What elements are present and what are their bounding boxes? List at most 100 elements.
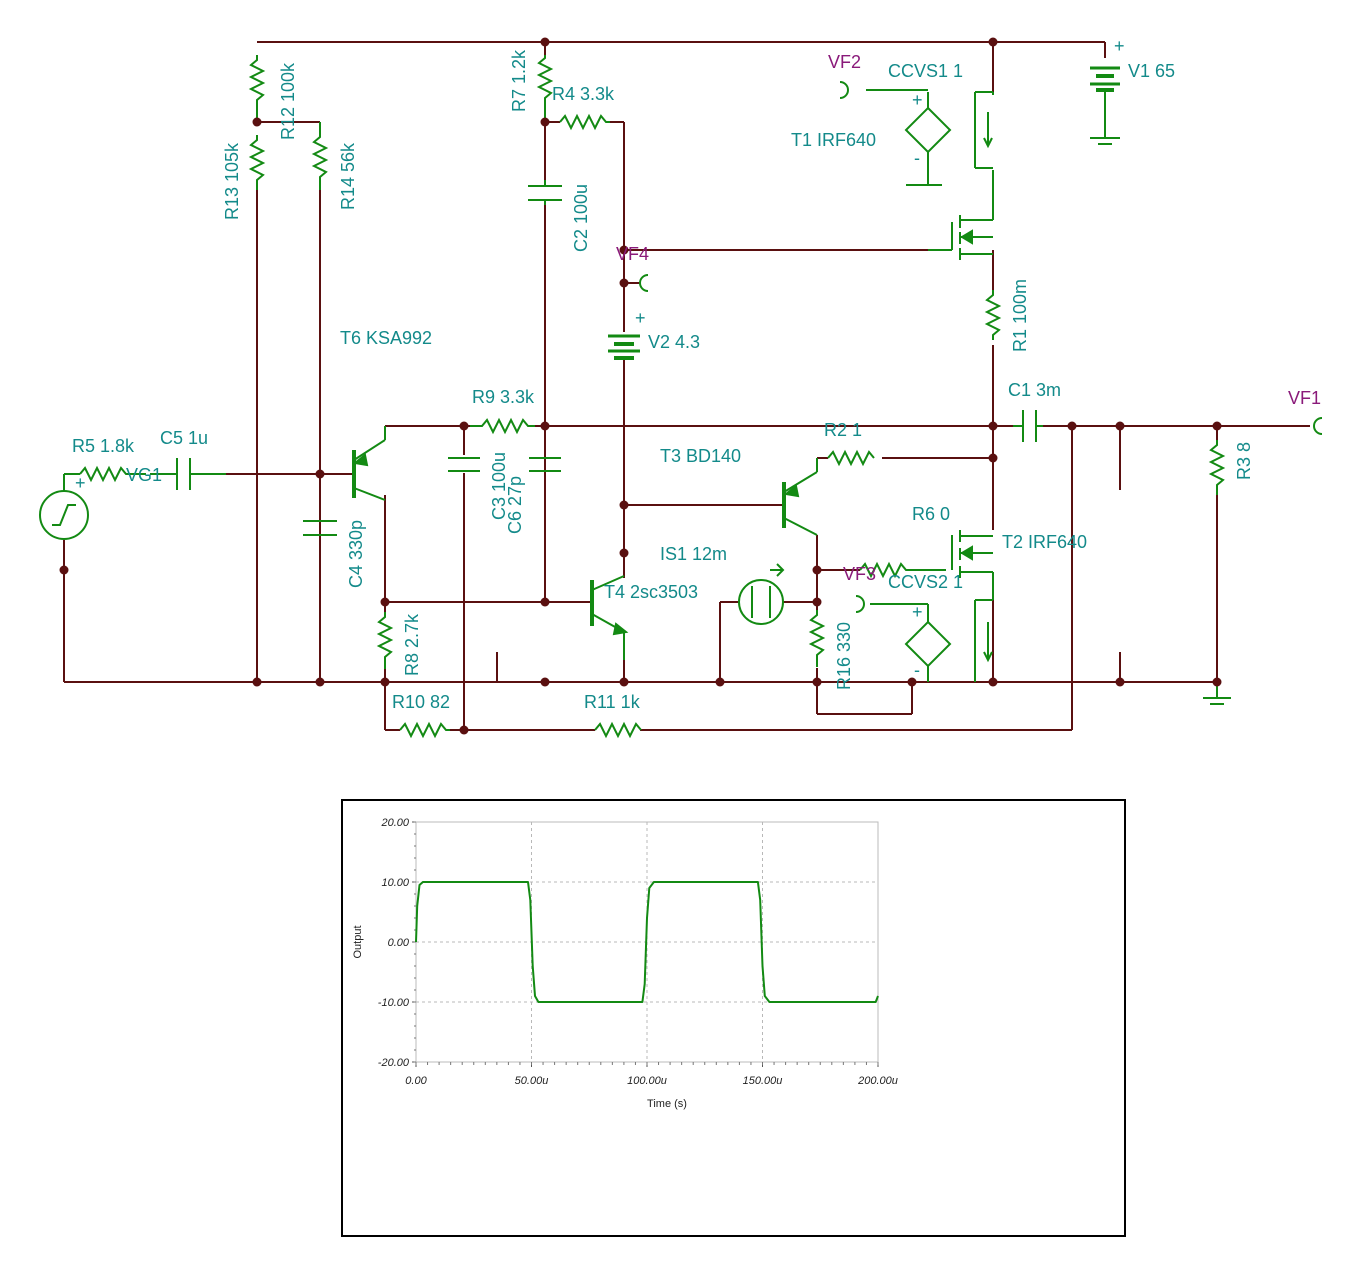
c6-symbol [529, 457, 561, 472]
label-ccvs1: CCVS1 1 [888, 61, 963, 81]
y-tick-label: 10.00 [381, 877, 409, 889]
y-tick-labels: 20.00 10.00 0.00 -10.00 -20.00 [378, 817, 410, 1069]
r13b-symbol [248, 135, 266, 190]
t4-symbol [590, 575, 629, 660]
label-c1: C1 3m [1008, 380, 1061, 400]
x-axis-label: Time (s) [647, 1098, 687, 1110]
label-r3: R3 8 [1234, 442, 1254, 480]
label-vf1: VF1 [1288, 388, 1321, 408]
label-vf4: VF4 [616, 244, 649, 264]
x-tick-labels: 0.00 50.00u 100.00u 150.00u 200.00u [405, 1075, 898, 1087]
is1-symbol [738, 563, 785, 625]
label-r2: R2 1 [824, 420, 862, 440]
label-c5: C5 1u [160, 428, 208, 448]
ccvs2-symbol [870, 603, 952, 682]
vf1-probe [1313, 417, 1323, 435]
series-line-output [415, 881, 879, 1003]
r7-symbol [536, 55, 554, 122]
y-axis-label: Output [352, 925, 364, 958]
r14-symbol [311, 122, 329, 190]
label-vf2: VF2 [828, 52, 861, 72]
label-v2-plus: + [635, 308, 646, 328]
label-vg1: VG1 [126, 465, 162, 485]
v1-symbol [1090, 66, 1120, 145]
label-r10: R10 82 [392, 692, 450, 712]
c2-symbol [528, 180, 562, 205]
x-tick-label: 150.00u [743, 1075, 783, 1087]
vf3-probe [855, 595, 865, 613]
r11-symbol [594, 721, 642, 739]
label-vg1-plus: + [75, 473, 86, 493]
x-tick-label: 0.00 [405, 1075, 427, 1087]
label-c4: C4 330p [346, 520, 366, 588]
label-r1: R1 100m [1010, 279, 1030, 352]
label-t4: T4 2sc3503 [604, 582, 698, 602]
label-c3: C3 100u [489, 452, 509, 520]
label-is1: IS1 12m [660, 544, 727, 564]
r2-symbol [827, 449, 875, 467]
chart-panel: 20.00 10.00 0.00 -10.00 -20.00 0.00 50.00u 100… [341, 799, 1126, 1237]
label-r5: R5 1.8k [72, 436, 135, 456]
vf2-probe [839, 81, 849, 99]
label-v1: V1 65 [1128, 61, 1175, 81]
label-ccvs2-plus: + [912, 602, 923, 622]
r9-symbol [470, 417, 535, 435]
label-v2: V2 4.3 [648, 332, 700, 352]
label-vf3: VF3 [843, 564, 876, 584]
r4-symbol [559, 113, 610, 131]
vf4-probe [639, 274, 649, 292]
label-r8: R8 2.7k [402, 613, 422, 676]
r8-symbol [376, 612, 394, 669]
r6-symbol [859, 561, 946, 579]
t1-symbol [928, 91, 994, 260]
component-labels: V1 65 + CCVS1 1 + - T1 IRF640 VF2 R4 3.3… [72, 36, 1321, 712]
label-v1-plus: + [1114, 36, 1125, 56]
c5-symbol [150, 458, 226, 490]
x-tick-label: 50.00u [515, 1075, 549, 1087]
label-ccvs1-minus: - [914, 148, 920, 168]
label-t6: T6 KSA992 [340, 328, 432, 348]
label-r12: R12 100k [278, 62, 298, 140]
vg1-symbol [39, 473, 89, 540]
label-c2: C2 100u [571, 184, 591, 252]
label-c6: C6 27p [505, 476, 525, 534]
label-r6: R6 0 [912, 504, 950, 524]
y-tick-label: -20.00 [378, 1057, 410, 1069]
t2-symbol [951, 530, 994, 682]
label-t3: T3 BD140 [660, 446, 741, 466]
t6-symbol [352, 426, 386, 501]
label-ccvs1-plus: + [912, 90, 923, 110]
label-ccvs2: CCVS2 1 [888, 572, 963, 592]
t3-symbol [782, 458, 818, 536]
v2-symbol [608, 334, 640, 360]
r13-symbol [248, 55, 266, 120]
c4-symbol [303, 520, 337, 536]
r3-symbol [1208, 440, 1226, 495]
y-tick-label: -10.00 [378, 997, 410, 1009]
x-tick-label: 100.00u [627, 1075, 667, 1087]
label-r11: R11 1k [584, 692, 641, 712]
label-ccvs2-minus: - [914, 660, 920, 680]
r1-symbol [984, 290, 1002, 340]
label-r16: R16 330 [834, 622, 854, 690]
y-tick-label: 0.00 [388, 937, 410, 949]
r10-symbol [399, 721, 450, 739]
label-r13: R13 105k [222, 142, 242, 220]
ccvs1-symbol [866, 89, 952, 186]
label-r14: R14 56k [338, 142, 358, 210]
c3-symbol [448, 457, 480, 472]
r5-symbol [79, 465, 146, 483]
y-tick-label: 20.00 [380, 817, 409, 829]
r16-symbol [808, 610, 826, 667]
x-tick-label: 200.00u [857, 1075, 898, 1087]
chart-series [415, 881, 879, 1003]
label-r4: R4 3.3k [552, 84, 615, 104]
c1-symbol [1013, 410, 1043, 442]
label-r7: R7 1.2k [509, 49, 529, 112]
label-t2: T2 IRF640 [1002, 532, 1087, 552]
label-r9: R9 3.3k [472, 387, 535, 407]
junction-dots [59, 37, 1222, 735]
label-t1: T1 IRF640 [791, 130, 876, 150]
components [39, 55, 1323, 739]
